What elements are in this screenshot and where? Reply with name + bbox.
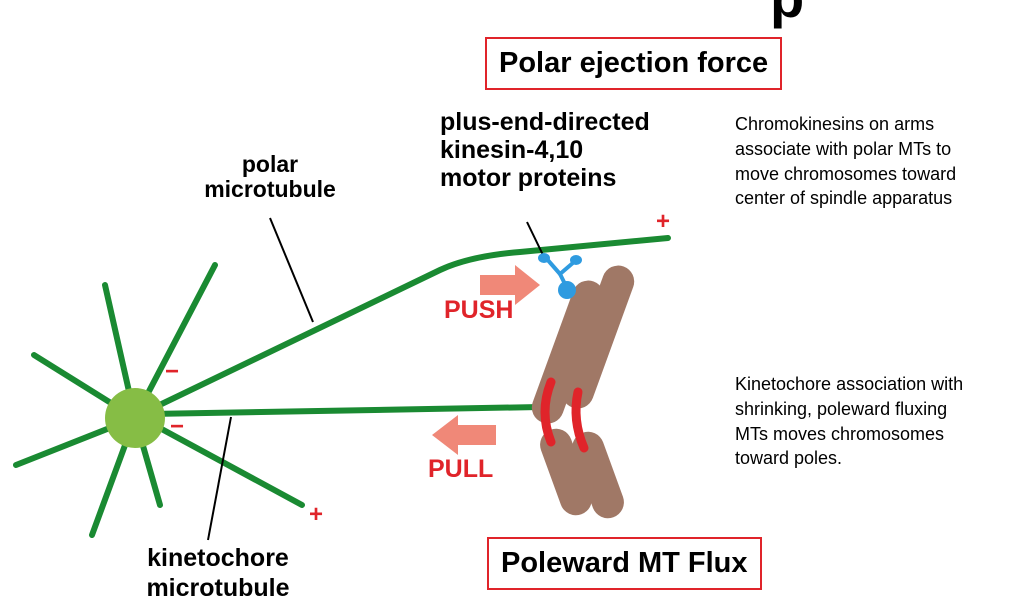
- kinetochore-left: [540, 377, 556, 447]
- centrosome: [105, 388, 165, 448]
- minus-sign-polar: −: [165, 358, 180, 385]
- kinetochore-microtubule-label: kinetochore microtubule: [123, 543, 313, 603]
- chromatid: [540, 428, 592, 516]
- kinetochore-mt-label-line1: kinetochore: [147, 544, 289, 572]
- pull-label: PULL: [428, 455, 494, 483]
- kinetochore-right: [571, 387, 589, 453]
- motor-leader: [526, 221, 544, 256]
- minus-sign-kinetochore: −: [170, 413, 185, 440]
- motor-label-line2: kinesin-4,10: [440, 136, 584, 164]
- desc-line: Chromokinesins on arms: [735, 114, 935, 134]
- desc-line: Kinetochore association with: [735, 374, 964, 394]
- desc-line: toward poles.: [735, 448, 843, 469]
- desc-line: associate with polar MTs to: [735, 138, 952, 159]
- kinetochore-mt-label-line2: microtubule: [146, 574, 290, 602]
- motor-label-line3: motor proteins: [440, 164, 617, 192]
- poleward-mt-flux-box: Poleward MT Flux: [487, 537, 762, 590]
- kinetochore-mt-leader: [207, 416, 232, 541]
- desc-line: move chromosomes toward: [735, 163, 957, 184]
- desc-line: center of spindle apparatus: [735, 188, 953, 209]
- polar-microtubule: [142, 235, 671, 415]
- page-title-fragment: p: [770, 0, 804, 26]
- chromatid: [572, 431, 624, 519]
- polar-mt-leader: [269, 217, 314, 323]
- desc-line: MTs moves chromosomes: [735, 423, 945, 444]
- kinetochore-microtubule: [147, 404, 543, 417]
- push-label: PUSH: [444, 296, 514, 324]
- plus-sign-polar: +: [656, 208, 671, 235]
- polar-microtubule-label: polar microtubule: [175, 151, 365, 203]
- motor-label-line1: plus-end-directed: [440, 108, 650, 136]
- leader-lines: [207, 217, 544, 541]
- pull-arrow-icon: [432, 415, 496, 455]
- kinesin-motor-icon: [538, 253, 582, 299]
- push-arrow-icon: [480, 265, 540, 305]
- polar-mt-label-line2: microtubule: [204, 176, 336, 203]
- poleward-flux-description: Kinetochore association with shrinking, …: [735, 372, 963, 471]
- polar-ejection-description: Chromokinesins on arms associate with po…: [735, 112, 956, 211]
- motor-protein-label: plus-end-directed kinesin-4,10 motor pro…: [440, 108, 650, 192]
- polar-ejection-force-box: Polar ejection force: [485, 37, 783, 90]
- plus-sign-aster: +: [309, 501, 324, 528]
- polar-mt-label-line1: polar: [241, 151, 299, 177]
- chromatid: [561, 265, 635, 409]
- desc-line: shrinking, poleward fluxing: [735, 398, 948, 419]
